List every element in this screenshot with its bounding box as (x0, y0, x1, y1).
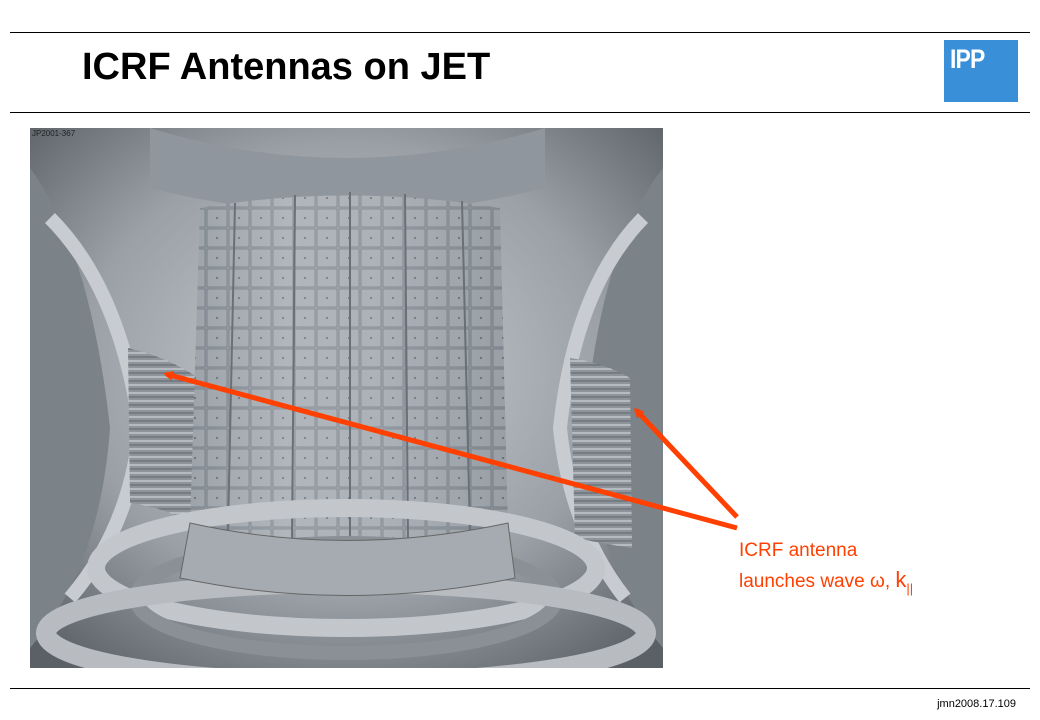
annotation-line1: ICRF antenna (739, 540, 858, 561)
right-antenna (570, 358, 632, 548)
annotation-line2: launches wave ω, k|| (739, 565, 913, 603)
photo-code: JP2001-367 (32, 129, 76, 138)
annotation-comma: , (884, 571, 896, 592)
annotation-prefix: launches wave (739, 571, 870, 592)
title-rule (10, 112, 1030, 113)
slide-footer-code: jmn2008.17.109 (937, 698, 1016, 710)
ipp-logo: IPP (944, 40, 1018, 102)
slide-title: ICRF Antennas on JET (82, 46, 491, 88)
top-rule (10, 32, 1030, 33)
left-antenna (128, 348, 198, 528)
omega-symbol: ω (869, 571, 885, 592)
jet-vessel-photo: JP2001-367 (30, 128, 663, 668)
antenna-annotation: ICRF antenna launches wave ω, k|| (739, 536, 913, 603)
logo-text: IPP (950, 44, 985, 74)
k-symbol: k (895, 567, 907, 592)
bottom-rule (10, 688, 1030, 689)
k-parallel-subscript: || (906, 581, 914, 596)
